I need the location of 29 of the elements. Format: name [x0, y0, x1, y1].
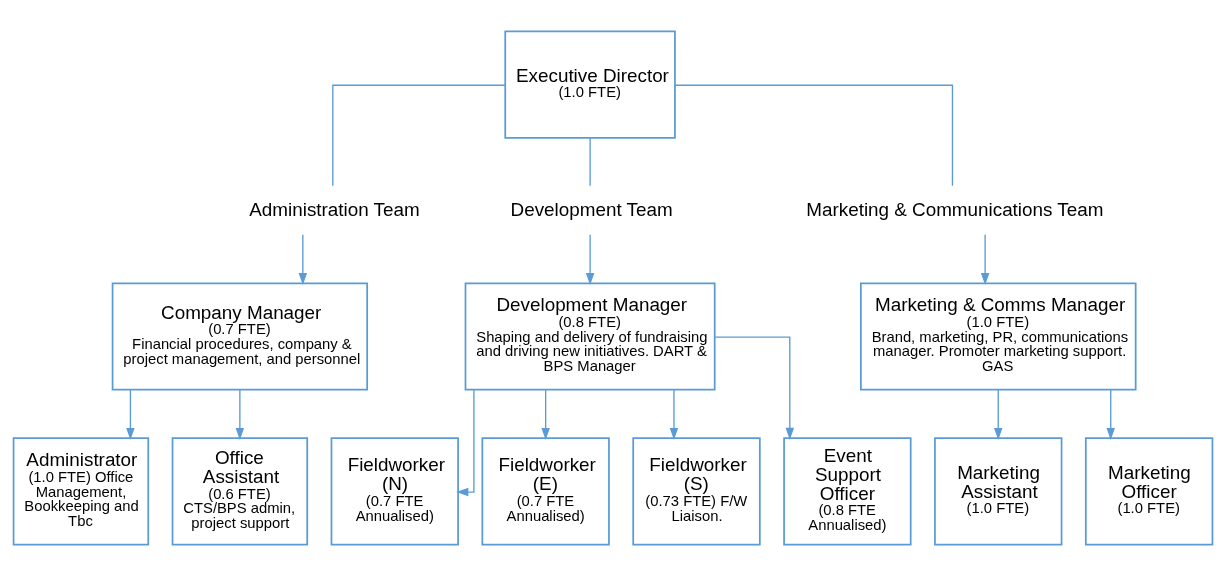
node-box: Marketing & Comms Manager (1.0 FTE) Brand, marketing, PR, communications manager. Promoter marketing support. GAS: [860, 281, 1137, 391]
arrow: [994, 388, 1003, 440]
node-text: Marketing & Communications Team: [806, 198, 1104, 220]
node-box: Marketing Assistant (1.0 FTE): [934, 436, 1063, 545]
arrow: [980, 233, 990, 285]
node-box: Administrator (1.0 FTE) Office Management, Bookkeeping and Tbc: [12, 436, 150, 545]
node-box: Executive Director (1.0 FTE): [504, 30, 676, 139]
node-box: Fieldworker (S) (0.73 FTE) F/W Liaison.: [632, 436, 761, 545]
arrow: [298, 233, 308, 285]
node-box: Office Assistant (0.6 FTE) CTS/BPS admin, project support: [171, 436, 309, 545]
arrow: [235, 388, 245, 440]
node-box: Development Manager (0.8 FTE) Shaping and delivery of fundraising and driving new initiatives. DART & BPS Manager: [464, 281, 716, 391]
node-box: Company Manager (0.7 FTE) Financial procedures, company & project management, and personnel: [111, 281, 369, 391]
arrow: [126, 388, 135, 440]
node-text: Administration Team: [249, 198, 420, 220]
node-text: Development Team: [510, 198, 673, 220]
arrow: [714, 336, 795, 440]
arrow: [669, 388, 679, 440]
node-box: Marketing Officer (1.0 FTE): [1084, 436, 1214, 545]
node-box: Fieldworker (N) (0.7 FTE Annualised): [330, 436, 459, 545]
arrow: [585, 233, 595, 285]
connector: [674, 84, 954, 186]
arrow: [1106, 388, 1115, 440]
connector: [332, 84, 506, 186]
arrow: [541, 388, 550, 440]
node-box: Event Support Officer (0.8 FTE Annualised): [783, 436, 912, 545]
arrow: [456, 388, 475, 496]
node-box: Fieldworker (E) (0.7 FTE Annualised): [481, 436, 610, 545]
connector: [589, 136, 591, 186]
